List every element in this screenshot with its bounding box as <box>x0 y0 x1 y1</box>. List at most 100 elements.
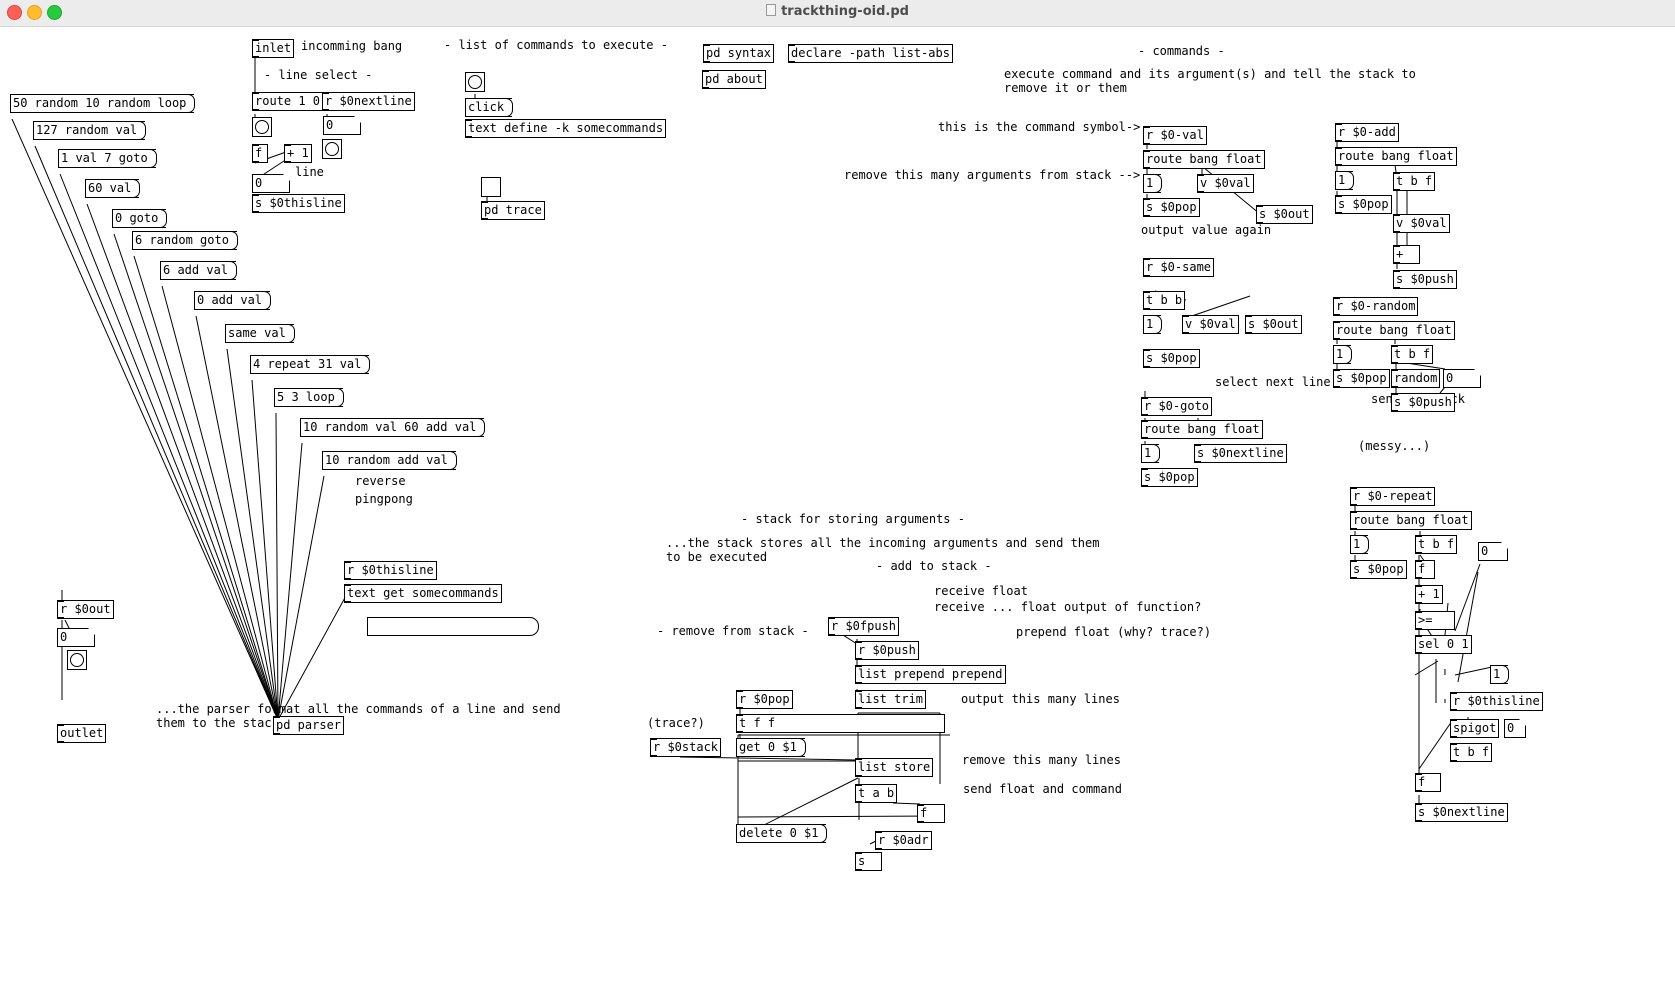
message-1-goto[interactable]: 1 <box>1141 444 1161 463</box>
message-m11[interactable]: 5 3 loop <box>274 388 344 407</box>
object-t-b-b[interactable]: t b b <box>1143 291 1186 310</box>
minimize-button[interactable] <box>27 5 42 20</box>
object-outlet[interactable]: outlet <box>57 724 107 743</box>
object-f-repeat[interactable]: f <box>1415 560 1435 579</box>
object-r-thisline-2[interactable]: r $0thisline <box>1450 692 1543 711</box>
object-inlet[interactable]: inlet <box>252 39 295 58</box>
object-t-b-f-random[interactable]: t b f <box>1391 345 1434 364</box>
number-spigot[interactable]: 0 <box>1504 719 1526 738</box>
message-m6[interactable]: 6 random goto <box>132 231 238 250</box>
object-sel-0-1[interactable]: sel 0 1 <box>1415 635 1472 654</box>
object-s[interactable]: s <box>855 852 882 871</box>
object-plus-1[interactable]: + 1 <box>284 144 312 163</box>
message-m10[interactable]: 4 repeat 31 val <box>250 355 371 374</box>
message-1-same[interactable]: 1 <box>1143 315 1163 334</box>
message-m9[interactable]: same val <box>225 324 295 343</box>
number-out[interactable]: 0 <box>57 628 95 647</box>
object-pd-parser[interactable]: pd parser <box>273 716 345 735</box>
message-m2[interactable]: 127 random val <box>33 121 147 140</box>
number-repeat[interactable]: 0 <box>1478 542 1508 561</box>
object-plus[interactable]: + <box>1393 245 1420 264</box>
object-route-bang-float-random[interactable]: route bang float <box>1333 321 1455 340</box>
object-r-nextline[interactable]: r $0nextline <box>322 92 415 111</box>
patch-canvas[interactable]: incomming bang - line select - - list of… <box>0 27 1675 977</box>
object-text-get[interactable]: text get somecommands <box>344 584 502 603</box>
message-m13[interactable]: 10 random add val <box>322 451 457 470</box>
number-random[interactable]: 0 <box>1443 369 1481 388</box>
object-t-f-f[interactable]: t f f <box>736 714 945 733</box>
object-r-out[interactable]: r $0out <box>57 600 114 619</box>
zoom-button[interactable] <box>47 5 62 20</box>
message-m7[interactable]: 6 add val <box>160 261 238 280</box>
object-t-b-f-repeat[interactable]: t b f <box>1415 535 1458 554</box>
object-route-bang-float-val[interactable]: route bang float <box>1143 150 1265 169</box>
object-s-pop-1[interactable]: s $0pop <box>1143 198 1200 217</box>
object-plus-1-repeat[interactable]: + 1 <box>1415 585 1443 604</box>
object-r-repeat[interactable]: r $0-repeat <box>1350 487 1436 506</box>
object-gte[interactable]: >= <box>1415 611 1455 630</box>
list-display[interactable] <box>367 617 539 636</box>
message-click[interactable]: click <box>465 98 514 117</box>
object-r-random[interactable]: r $0-random <box>1333 297 1419 316</box>
number-route[interactable]: 0 <box>323 116 361 135</box>
message-1-random[interactable]: 1 <box>1333 345 1353 364</box>
object-s-pop-2[interactable]: s $0pop <box>1143 349 1200 368</box>
message-1-val[interactable]: 1 <box>1143 174 1163 193</box>
object-f-remove[interactable]: f <box>917 804 945 823</box>
object-route-bang-float-repeat[interactable]: route bang float <box>1350 511 1472 530</box>
object-f-final[interactable]: f <box>1415 773 1441 792</box>
object-text-define[interactable]: text define -k somecommands <box>465 119 667 138</box>
object-spigot[interactable]: spigot <box>1450 719 1500 738</box>
object-s-pop-4[interactable]: s $0pop <box>1335 195 1392 214</box>
object-s-nextline-1[interactable]: s $0nextline <box>1194 444 1287 463</box>
message-m1[interactable]: 50 random 10 random loop <box>10 94 196 113</box>
bang-click[interactable] <box>465 72 485 92</box>
object-route-bang-float-goto[interactable]: route bang float <box>1141 420 1263 439</box>
object-r-thisline[interactable]: r $0thisline <box>344 561 437 580</box>
object-f[interactable]: f <box>252 144 268 163</box>
message-m12[interactable]: 10 random val 60 add val <box>300 418 486 437</box>
object-declare[interactable]: declare -path list-abs <box>788 44 953 63</box>
object-r-fpush[interactable]: r $0fpush <box>828 617 900 636</box>
object-pd-trace[interactable]: pd trace <box>481 201 545 220</box>
message-m8[interactable]: 0 add val <box>194 291 272 310</box>
message-delete[interactable]: delete 0 $1 <box>736 824 828 843</box>
toggle-trace[interactable] <box>481 177 501 197</box>
message-1-add[interactable]: 1 <box>1335 171 1355 190</box>
bang-out[interactable] <box>67 650 87 670</box>
close-button[interactable] <box>7 5 22 20</box>
object-t-b-f-add[interactable]: t b f <box>1393 172 1436 191</box>
object-s-out-2[interactable]: s $0out <box>1245 315 1302 334</box>
object-list-store[interactable]: list store <box>855 758 934 777</box>
object-r-adr[interactable]: r $0adr <box>875 831 932 850</box>
message-1-repeat[interactable]: 1 <box>1350 535 1370 554</box>
message-1-repeat-b[interactable]: 1 <box>1490 665 1510 684</box>
object-s-pop-3[interactable]: s $0pop <box>1141 468 1198 487</box>
object-r-val[interactable]: r $0-val <box>1143 126 1207 145</box>
object-r-push[interactable]: r $0push <box>855 641 919 660</box>
object-route-bang-float-add[interactable]: route bang float <box>1335 147 1457 166</box>
object-s-push-2[interactable]: s $0push <box>1391 393 1455 412</box>
object-s-push-1[interactable]: s $0push <box>1393 270 1457 289</box>
bang-line-select[interactable] <box>252 117 272 137</box>
message-m5[interactable]: 0 goto <box>112 209 168 228</box>
object-r-pop[interactable]: r $0pop <box>736 690 793 709</box>
object-t-a-b[interactable]: t a b <box>855 784 898 803</box>
message-m4[interactable]: 60 val <box>85 179 141 198</box>
object-route-1-0[interactable]: route 1 0 <box>252 92 324 111</box>
object-v-val-1[interactable]: v $0val <box>1197 174 1254 193</box>
object-s-nextline-2[interactable]: s $0nextline <box>1415 803 1508 822</box>
number-line[interactable]: 0 <box>252 174 290 193</box>
object-pd-about[interactable]: pd about <box>702 70 766 89</box>
object-pd-syntax[interactable]: pd syntax <box>703 44 775 63</box>
object-s-out-1[interactable]: s $0out <box>1256 205 1313 224</box>
message-get[interactable]: get 0 $1 <box>736 738 806 757</box>
object-s-thisline[interactable]: s $0thisline <box>252 194 345 213</box>
object-v-val-2[interactable]: v $0val <box>1182 315 1239 334</box>
object-list-prepend[interactable]: list prepend prepend <box>855 665 1006 684</box>
object-r-add[interactable]: r $0-add <box>1335 123 1399 142</box>
object-s-pop-5[interactable]: s $0pop <box>1333 369 1390 388</box>
object-list-trim[interactable]: list trim <box>855 690 927 709</box>
object-t-b-f-spigot[interactable]: t b f <box>1450 743 1493 762</box>
object-s-pop-6[interactable]: s $0pop <box>1350 560 1407 579</box>
